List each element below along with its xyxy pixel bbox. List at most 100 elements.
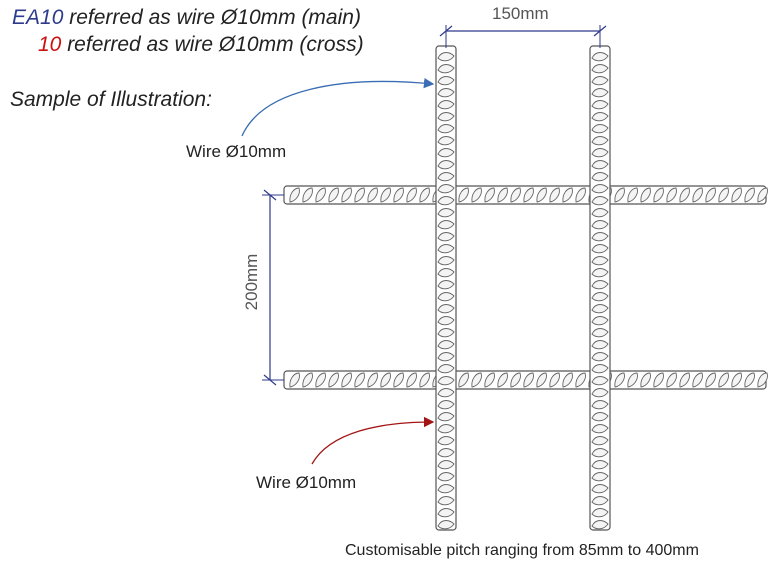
wire-rib xyxy=(523,372,534,388)
wire-rib xyxy=(437,292,455,302)
wire-rib xyxy=(289,187,300,203)
wire-rib xyxy=(437,340,455,350)
wire-rib xyxy=(591,412,609,422)
wire-rib xyxy=(591,76,609,86)
wire-rib xyxy=(354,372,365,388)
wire-rib xyxy=(315,372,326,388)
wire-rib xyxy=(591,340,609,350)
wire-rib xyxy=(497,187,508,203)
wire-rib xyxy=(328,187,339,203)
wire-rib xyxy=(653,372,664,388)
wire-rib xyxy=(437,352,455,362)
wire-rib xyxy=(591,352,609,362)
legend-cross-code: 10 xyxy=(38,33,62,56)
wire-rib xyxy=(744,372,755,388)
wire-rib xyxy=(591,520,609,530)
top-callout-arrow xyxy=(241,77,435,137)
wire-rib xyxy=(437,88,455,98)
wire-rib xyxy=(437,244,455,254)
wire-rib xyxy=(591,304,609,314)
wire-rib xyxy=(437,508,455,518)
wire-rib xyxy=(437,448,455,458)
wire-rib xyxy=(437,220,455,230)
wire-rib xyxy=(341,372,352,388)
wire-rib xyxy=(367,187,378,203)
wire-rib xyxy=(380,187,391,203)
wire-rib xyxy=(591,484,609,494)
wire-rib xyxy=(437,208,455,218)
wire-rib xyxy=(591,160,609,170)
wire-rib xyxy=(640,187,651,203)
wire-rib xyxy=(666,372,677,388)
wire-rib xyxy=(437,148,455,158)
wire-rib xyxy=(591,508,609,518)
wire-rib xyxy=(437,424,455,434)
wire-rib xyxy=(437,160,455,170)
wire-rib xyxy=(591,220,609,230)
wire-rib xyxy=(591,364,609,374)
wire-rib xyxy=(437,388,455,398)
wire-rib xyxy=(591,268,609,278)
wire-rib xyxy=(591,232,609,242)
wire-rib xyxy=(757,187,768,203)
cross-wire-top xyxy=(283,185,768,205)
wire-rib xyxy=(406,372,417,388)
wire-rib xyxy=(705,372,716,388)
wire-rib xyxy=(549,187,560,203)
wire-rib xyxy=(562,372,573,388)
wire-rib xyxy=(705,187,716,203)
horizontal-dimension xyxy=(439,25,607,48)
wire-rib xyxy=(591,64,609,74)
wire-rib xyxy=(731,187,742,203)
wire-rib xyxy=(437,484,455,494)
wire-rib xyxy=(591,124,609,134)
wire-rib xyxy=(591,448,609,458)
wire-rib xyxy=(627,187,638,203)
wire-rib xyxy=(591,100,609,110)
wire-rib xyxy=(437,184,455,194)
wire-rib xyxy=(562,187,573,203)
wire-rib xyxy=(406,187,417,203)
wire-rib xyxy=(437,196,455,206)
wire-rib xyxy=(591,256,609,266)
bottom-wire-label: Wire Ø10mm xyxy=(256,473,357,492)
wire-rib xyxy=(653,187,664,203)
wire-rib xyxy=(471,372,482,388)
wire-rib xyxy=(437,436,455,446)
horizontal-pitch-label: 150mm xyxy=(492,4,549,23)
wire-rib xyxy=(419,372,430,388)
wire-rib xyxy=(679,372,690,388)
legend-main-code: EA10 xyxy=(12,6,64,29)
wire-rib xyxy=(437,268,455,278)
wire-rib xyxy=(341,187,352,203)
vertical-pitch-label: 200mm xyxy=(242,253,261,311)
wire-rib xyxy=(437,256,455,266)
wire-rib xyxy=(731,372,742,388)
bottom-callout-arrow xyxy=(311,416,435,465)
wire-rib xyxy=(328,372,339,388)
wire-rib xyxy=(744,187,755,203)
wire-rib xyxy=(757,372,768,388)
wire-rib xyxy=(575,372,586,388)
wire-rib xyxy=(289,372,300,388)
wire-rib xyxy=(367,372,378,388)
wire-rib xyxy=(471,187,482,203)
legend-main-line: EA10 referred as wire Ø10mm (main) xyxy=(12,6,361,30)
wire-rib xyxy=(437,172,455,182)
wire-rib xyxy=(718,372,729,388)
wire-rib xyxy=(614,187,625,203)
wire-rib xyxy=(484,187,495,203)
wire-rib xyxy=(591,196,609,206)
wire-rib xyxy=(536,372,547,388)
wire-rib xyxy=(549,372,560,388)
wire-rib xyxy=(458,372,469,388)
wire-rib xyxy=(591,172,609,182)
wire-rib xyxy=(591,376,609,386)
wire-rib xyxy=(591,400,609,410)
wire-rib xyxy=(591,292,609,302)
wire-rib xyxy=(591,184,609,194)
wire-rib xyxy=(437,364,455,374)
wire-rib xyxy=(591,136,609,146)
wire-rib xyxy=(484,372,495,388)
